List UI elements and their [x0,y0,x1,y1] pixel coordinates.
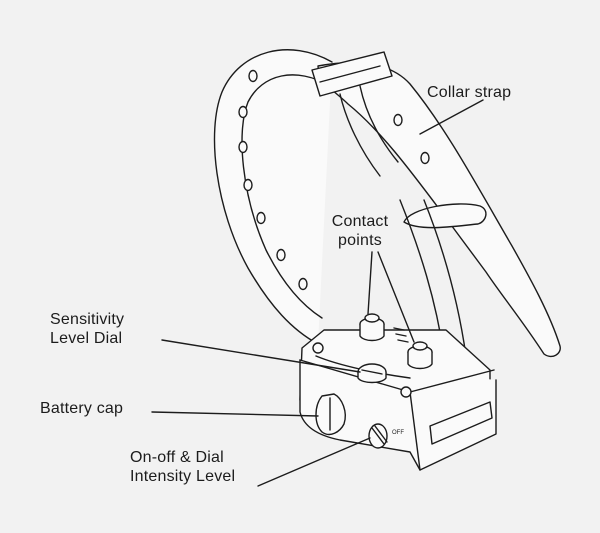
strap-holes [238,69,308,291]
label-sensitivity-dial: Sensitivity Level Dial [50,311,125,347]
strap-back-loop [213,49,333,345]
leader-collar-strap [419,99,484,135]
off-marking: OFF [392,430,404,436]
label-collar-strap: Collar strap [427,84,512,101]
leader-battery-cap [151,411,319,417]
leader-contact-left [367,251,373,315]
strap-keeper [403,203,487,229]
contact-right [407,341,433,370]
sensitivity-dial-shape [357,363,387,384]
label-contact-points: Contact points [331,213,389,249]
leader-contact-right [377,251,415,343]
leader-sensitivity [161,339,361,373]
label-battery-cap: Battery cap [40,400,124,417]
strap-back-inner [241,74,331,319]
leader-onoff [257,437,371,487]
contact-left [359,313,385,342]
label-onoff-dial: On-off & Dial Intensity Level [130,449,236,485]
onoff-dial-shape [368,423,388,449]
receiver-front [299,359,497,471]
